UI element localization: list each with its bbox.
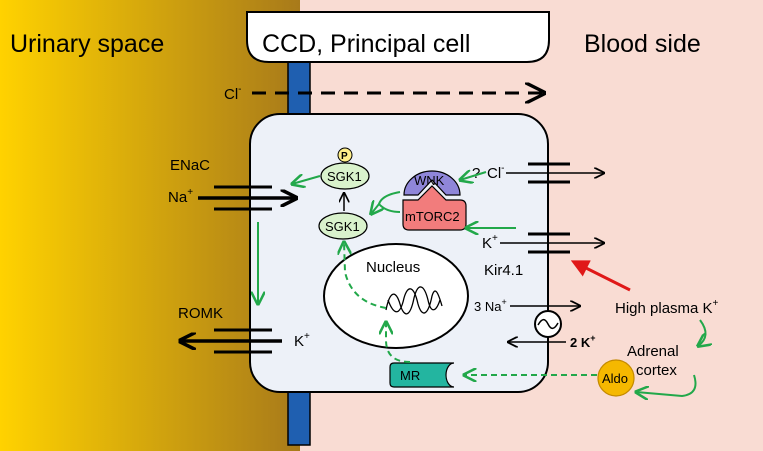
- cl-paracellular-label: Cl-: [224, 84, 242, 103]
- mtorc2-to-sgk1-arrow: [371, 204, 401, 214]
- sgk1-label: SGK1: [325, 219, 360, 234]
- high-k-to-adrenal-arrow: [698, 319, 706, 346]
- k-romk-label: K+: [294, 331, 310, 350]
- phospho-badge: [337, 147, 353, 163]
- cell-title-box: [246, 11, 550, 63]
- aldo-label: Aldo: [602, 371, 628, 386]
- aldo-node: [597, 359, 635, 397]
- dna-helix: [385, 286, 441, 315]
- tight-junction-bottom: [287, 384, 311, 446]
- cl-basolateral-label: Cl-: [487, 163, 505, 182]
- pump-wave-icon: [537, 318, 559, 330]
- nucleus-to-sgk1-arrow: [344, 242, 387, 309]
- mr-label: MR: [400, 368, 420, 383]
- cl-to-wnk-arrow: [460, 172, 487, 180]
- kir-label: Kir4.1: [484, 262, 523, 279]
- k-kir-label: K+: [482, 233, 498, 252]
- cell-title: CCD, Principal cell: [262, 30, 470, 58]
- k2-label: 2 K+: [570, 333, 596, 350]
- sgk1-node: [318, 212, 368, 240]
- cl-question-label: ?: [472, 165, 480, 182]
- na3-label: 3 Na+: [474, 297, 507, 314]
- high-k-to-kir-arrow: [570, 260, 631, 292]
- sgk1-phospho-node: [320, 162, 370, 190]
- mr-node: [389, 362, 455, 388]
- na-label: Na+: [168, 187, 193, 206]
- mtorc2-label: mTORC2: [405, 209, 460, 224]
- blood-side-label: Blood side: [584, 30, 701, 58]
- phospho-badge-label: P: [341, 151, 348, 162]
- mr-to-nucleus-arrow: [386, 322, 411, 363]
- dna-helix-strand: [387, 288, 443, 314]
- tight-junction-top: [287, 54, 311, 124]
- nucleus-label: Nucleus: [366, 259, 420, 276]
- wnk-node: [403, 170, 461, 196]
- wnk-label: WNK: [414, 173, 445, 188]
- adrenal-to-aldo-arrow: [636, 374, 697, 396]
- urinary-space-label: Urinary space: [10, 30, 164, 58]
- sgk1-phospho-label: SGK1: [327, 169, 362, 184]
- high-k-label: High plasma K+: [615, 298, 719, 317]
- adrenal-label-line2: cortex: [636, 362, 677, 379]
- sgk1-to-enac-arrow: [292, 176, 321, 184]
- romk-label: ROMK: [178, 305, 223, 322]
- enac-label: ENaC: [170, 157, 210, 174]
- adrenal-label-line1: Adrenal: [627, 343, 679, 360]
